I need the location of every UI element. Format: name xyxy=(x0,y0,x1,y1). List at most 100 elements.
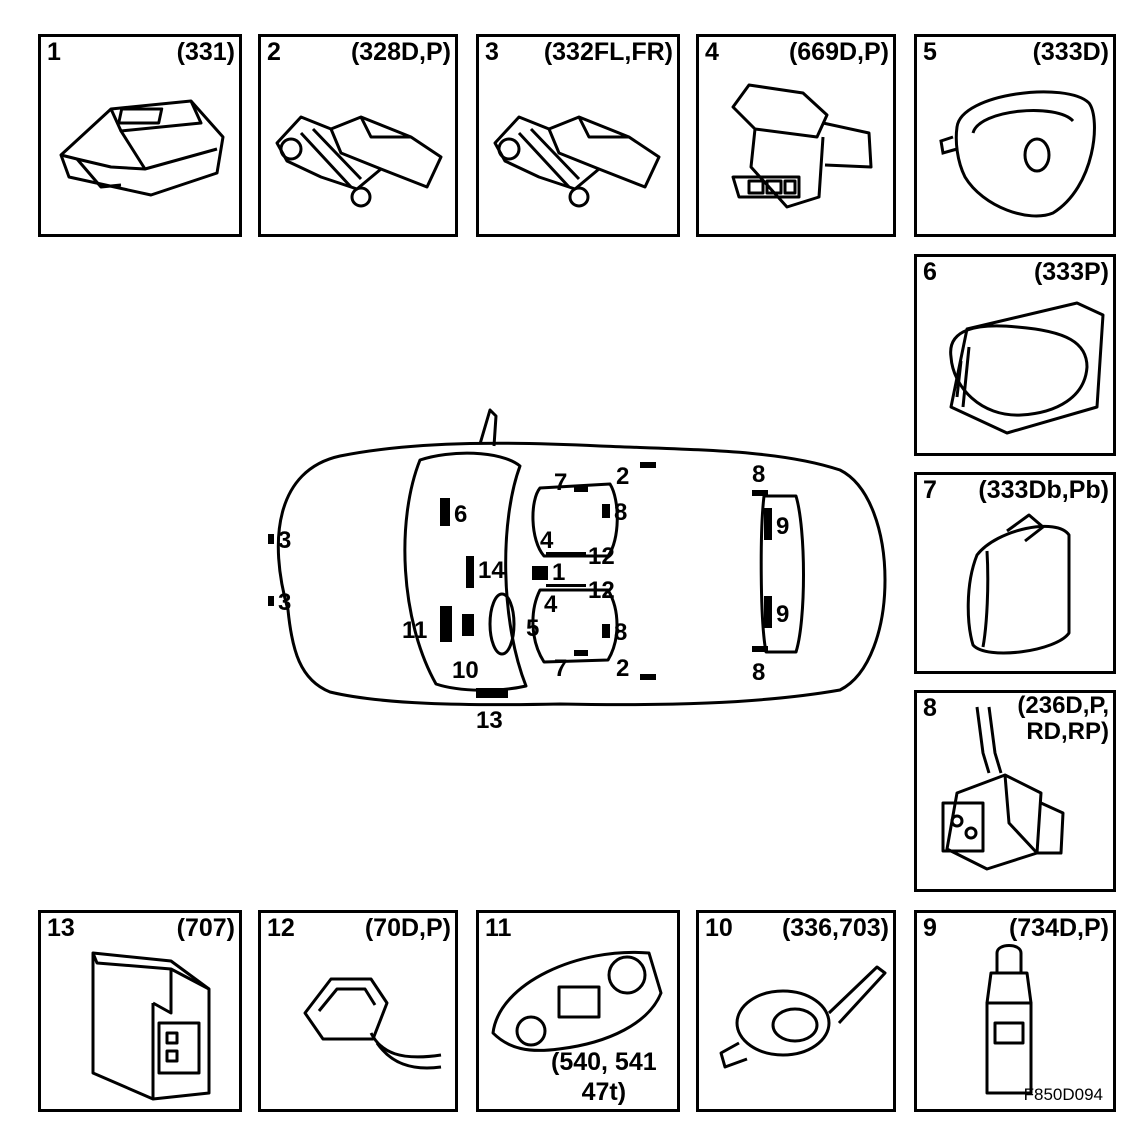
label-4a: 4 xyxy=(540,527,554,554)
panel-2: 2 (328D,P) xyxy=(258,34,458,237)
panel-number: 1 xyxy=(47,38,61,66)
panel-code: (236D,P, RD,RP) xyxy=(1017,692,1109,745)
marker-2a xyxy=(640,462,656,468)
label-8b: 8 xyxy=(614,619,627,646)
panel-number: 3 xyxy=(485,38,499,66)
label-2b: 2 xyxy=(616,655,629,682)
marker-7b xyxy=(574,650,588,656)
label-13: 13 xyxy=(476,707,503,734)
label-7b: 7 xyxy=(554,655,567,682)
side-airbag-icon xyxy=(966,513,1071,655)
marker-3b xyxy=(268,596,274,606)
panel-11: 11 (540, 541 47t) xyxy=(476,910,680,1112)
label-8c: 8 xyxy=(752,461,765,488)
label-2a: 2 xyxy=(616,463,629,490)
figure-id: F850D094 xyxy=(1023,1085,1103,1104)
panel-code: (707) xyxy=(176,914,235,942)
panel-number: 4 xyxy=(705,38,719,66)
label-9a: 9 xyxy=(776,513,789,540)
front-seat-right xyxy=(531,588,619,664)
panel-code: (331) xyxy=(176,38,235,66)
airbag-control-module-icon xyxy=(59,99,225,197)
label-8d: 8 xyxy=(752,659,765,686)
marker-12b xyxy=(546,584,586,587)
label-1: 1 xyxy=(552,559,565,586)
panel-10: 10 (336,703) xyxy=(696,910,896,1112)
panel-number: 2 xyxy=(267,38,281,66)
panel-7: 7 (333Db,Pb) xyxy=(914,472,1116,674)
label-10: 10 xyxy=(452,657,479,684)
marker-3a xyxy=(268,534,274,544)
panel-number: 11 xyxy=(485,914,512,942)
seat-position-sensor-icon xyxy=(731,83,873,209)
label-12a: 12 xyxy=(588,543,615,570)
front-seat-left xyxy=(531,482,619,558)
marker-11 xyxy=(440,606,452,642)
front-impact-sensor-icon xyxy=(275,115,443,208)
marker-8d xyxy=(752,646,768,652)
component-markers xyxy=(268,462,772,698)
marker-7a xyxy=(574,486,588,492)
car-body-outline xyxy=(276,441,887,707)
label-7a: 7 xyxy=(554,469,567,496)
panel-9: 9 (734D,P) F850D094 xyxy=(914,910,1116,1112)
seat-belt-pretensioner-icon xyxy=(941,706,1065,871)
panel-code: (332FL,FR) xyxy=(543,38,673,66)
label-8a: 8 xyxy=(614,499,627,526)
panel-code: (669D,P) xyxy=(788,38,889,66)
windscreen xyxy=(403,451,528,692)
label-5: 5 xyxy=(526,615,539,642)
panel-1: 1 (331) xyxy=(38,34,242,237)
label-12b: 12 xyxy=(588,577,615,604)
label-3a: 3 xyxy=(278,527,291,554)
panel-3: 3 (332FL,FR) xyxy=(476,34,680,237)
panel-4: 4 (669D,P) xyxy=(696,34,896,237)
driver-airbag-icon xyxy=(939,90,1096,218)
label-4b: 4 xyxy=(544,591,558,618)
panel-code: (336,703) xyxy=(781,914,889,942)
marker-8b xyxy=(602,624,610,638)
label-14: 14 xyxy=(478,557,505,584)
marker-2b xyxy=(640,674,656,680)
panel-code: (333P) xyxy=(1033,258,1109,286)
marker-9b xyxy=(764,596,772,628)
panel-code: (540, 541 47t) xyxy=(551,1048,657,1106)
panel-number: 10 xyxy=(705,914,733,942)
label-3b: 3 xyxy=(278,589,291,616)
panel-number: 12 xyxy=(267,914,295,942)
panel-number: 13 xyxy=(47,914,75,942)
panel-number: 9 xyxy=(923,914,937,942)
control-module-box-icon xyxy=(91,951,211,1101)
marker-13 xyxy=(476,688,508,698)
panel-code: (734D,P) xyxy=(1008,914,1109,942)
label-9b: 9 xyxy=(776,601,789,628)
label-6: 6 xyxy=(454,501,467,528)
panel-code: (70D,P) xyxy=(364,914,451,942)
steering-wheel xyxy=(488,592,516,656)
label-11: 11 xyxy=(402,617,427,644)
antenna xyxy=(478,408,498,447)
instrument-cluster-icon xyxy=(491,950,663,1052)
marker-6 xyxy=(440,498,450,526)
rear-seat-belt-buckle-icon xyxy=(985,944,1033,1095)
rear-seat xyxy=(759,494,805,654)
marker-9a xyxy=(764,508,772,540)
front-crash-sensor-icon xyxy=(493,115,661,208)
panel-13: 13 (707) xyxy=(38,910,242,1112)
marker-8a xyxy=(602,504,610,518)
marker-8c xyxy=(752,490,768,496)
marker-10 xyxy=(462,614,474,636)
seat-belt-buckle-icon xyxy=(303,977,442,1070)
panel-number: 7 xyxy=(923,476,937,504)
marker-12a xyxy=(546,552,586,555)
panel-code: (328D,P) xyxy=(350,38,451,66)
panel-8: 8 (236D,P, RD,RP) xyxy=(914,690,1116,892)
steering-wheel-contact-reel-icon xyxy=(719,965,887,1069)
marker-14 xyxy=(466,556,474,588)
marker-1 xyxy=(532,566,548,580)
panel-6: 6 (333P) xyxy=(914,254,1116,456)
panel-code: (333D) xyxy=(1032,38,1109,66)
panel-number: 6 xyxy=(923,258,937,286)
passenger-airbag-icon xyxy=(949,301,1105,435)
